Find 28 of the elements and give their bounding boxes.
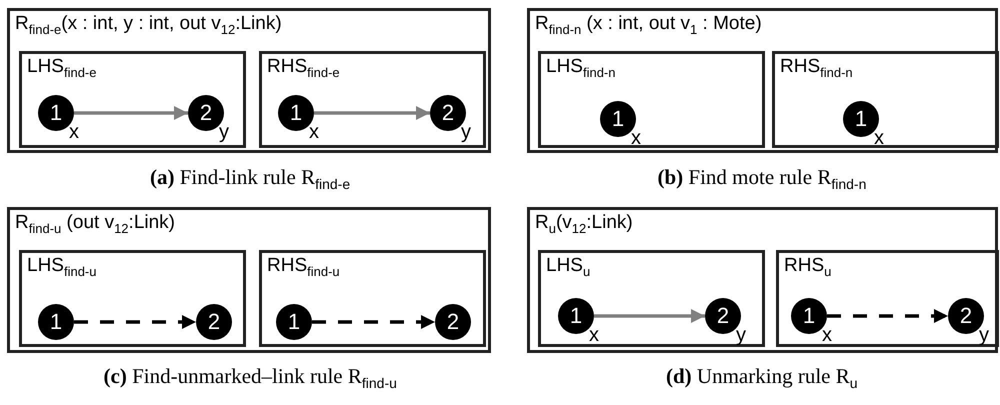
rule-signature: R$_{find-e}$(x : int, y : int, out v$_{12}$:Link) [15, 13, 282, 37]
subfigure-caption: (c) Find-unmarked–link rule R$_{find-u}$ [104, 364, 397, 392]
graph-label: RHS$_{find-e}$ [267, 56, 340, 80]
graph-label: LHS$_{find-e}$ [27, 56, 96, 80]
graph-box [259, 250, 486, 347]
rule-signature: R$_{find-u}$ (out v$_{12}$:Link) [15, 212, 176, 236]
graph-box [259, 51, 486, 148]
graph-box [19, 250, 246, 347]
subfigure-caption: (b) Find mote rule R$_{find-n}$ [658, 165, 866, 192]
graph-label: RHS$_{u}$ [784, 255, 832, 279]
graph-box [776, 250, 999, 347]
graph-box [772, 51, 999, 148]
graph-label: RHS$_{find-u}$ [267, 255, 340, 279]
node-circle: 2 [435, 304, 471, 340]
subfigure-caption: (d) Unmarking rule R$_{u}$ [666, 364, 858, 392]
graph-label: RHS$_{find-n}$ [780, 56, 853, 80]
graph-label: LHS$_{find-n}$ [546, 56, 616, 80]
graph-box [538, 250, 765, 347]
rule-signature: R$_{u}$(v$_{12}$:Link) [535, 212, 633, 236]
graph-box [538, 51, 765, 148]
graph-box [19, 51, 246, 148]
node-circle: 1 [276, 304, 312, 340]
subfigure-caption: (a) Find-link rule R$_{find-e}$ [150, 165, 350, 192]
node-circle: 1 [38, 304, 74, 340]
graph-label: LHS$_{find-u}$ [27, 255, 96, 279]
graph-label: LHS$_{u}$ [546, 255, 590, 279]
rule-signature: R$_{find-n}$ (x : int, out v$_{1}$ : Mote) [535, 13, 762, 37]
node-circle: 2 [196, 304, 232, 340]
